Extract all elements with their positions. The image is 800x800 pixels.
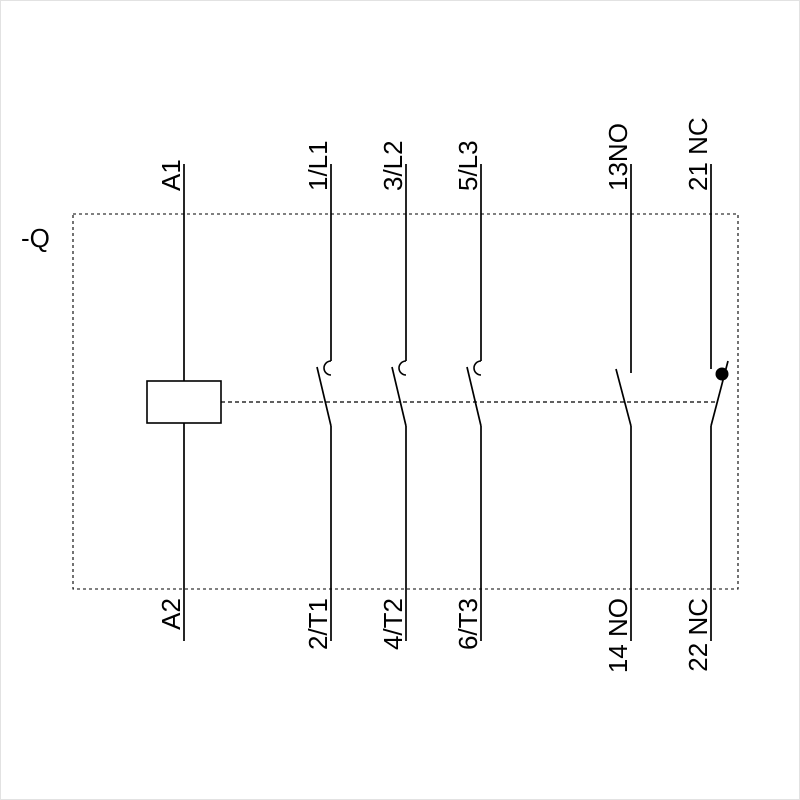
terminal-label-aux-nc-bottom: 22 NC: [683, 598, 713, 672]
coil-symbol: [146, 380, 222, 424]
coil-branch: A1 A2: [146, 159, 222, 641]
terminal-label-pole1-top: 1/L1: [303, 140, 333, 191]
aux-nc-contact: 21 NC 22 NC: [683, 117, 729, 672]
aux-no-contact: 13NO 14 NO: [603, 123, 633, 673]
terminal-label-pole3-top: 5/L3: [453, 140, 483, 191]
main-pole-3: 5/L3 6/T3: [453, 140, 483, 650]
terminal-label-pole2-top: 3/L2: [378, 140, 408, 191]
terminal-label-aux-nc-top: 21 NC: [683, 117, 713, 191]
pole2-contact-blade: [391, 366, 407, 427]
aux-nc-contact-blade: [710, 360, 729, 427]
pole3-contact-blade: [466, 366, 482, 427]
pole1-fixed-contact-arc: [323, 360, 332, 376]
terminal-label-pole3-bottom: 6/T3: [453, 598, 483, 650]
main-pole-2: 3/L2 4/T2: [378, 140, 408, 650]
terminal-label-coil-top: A1: [156, 159, 186, 191]
terminal-label-aux-no-top: 13NO: [603, 123, 633, 191]
terminal-label-pole1-bottom: 2/T1: [303, 598, 333, 650]
pole3-fixed-contact-arc: [473, 360, 482, 376]
pole2-fixed-contact-arc: [398, 360, 407, 376]
pole1-contact-blade: [316, 366, 332, 427]
terminal-label-pole2-bottom: 4/T2: [378, 598, 408, 650]
terminal-label-coil-bottom: A2: [156, 598, 186, 630]
terminal-label-aux-no-bottom: 14 NO: [603, 598, 633, 673]
device-designation-label: -Q: [21, 223, 50, 253]
aux-no-contact-blade: [615, 368, 632, 427]
main-pole-1: 1/L1 2/T1: [303, 140, 333, 650]
